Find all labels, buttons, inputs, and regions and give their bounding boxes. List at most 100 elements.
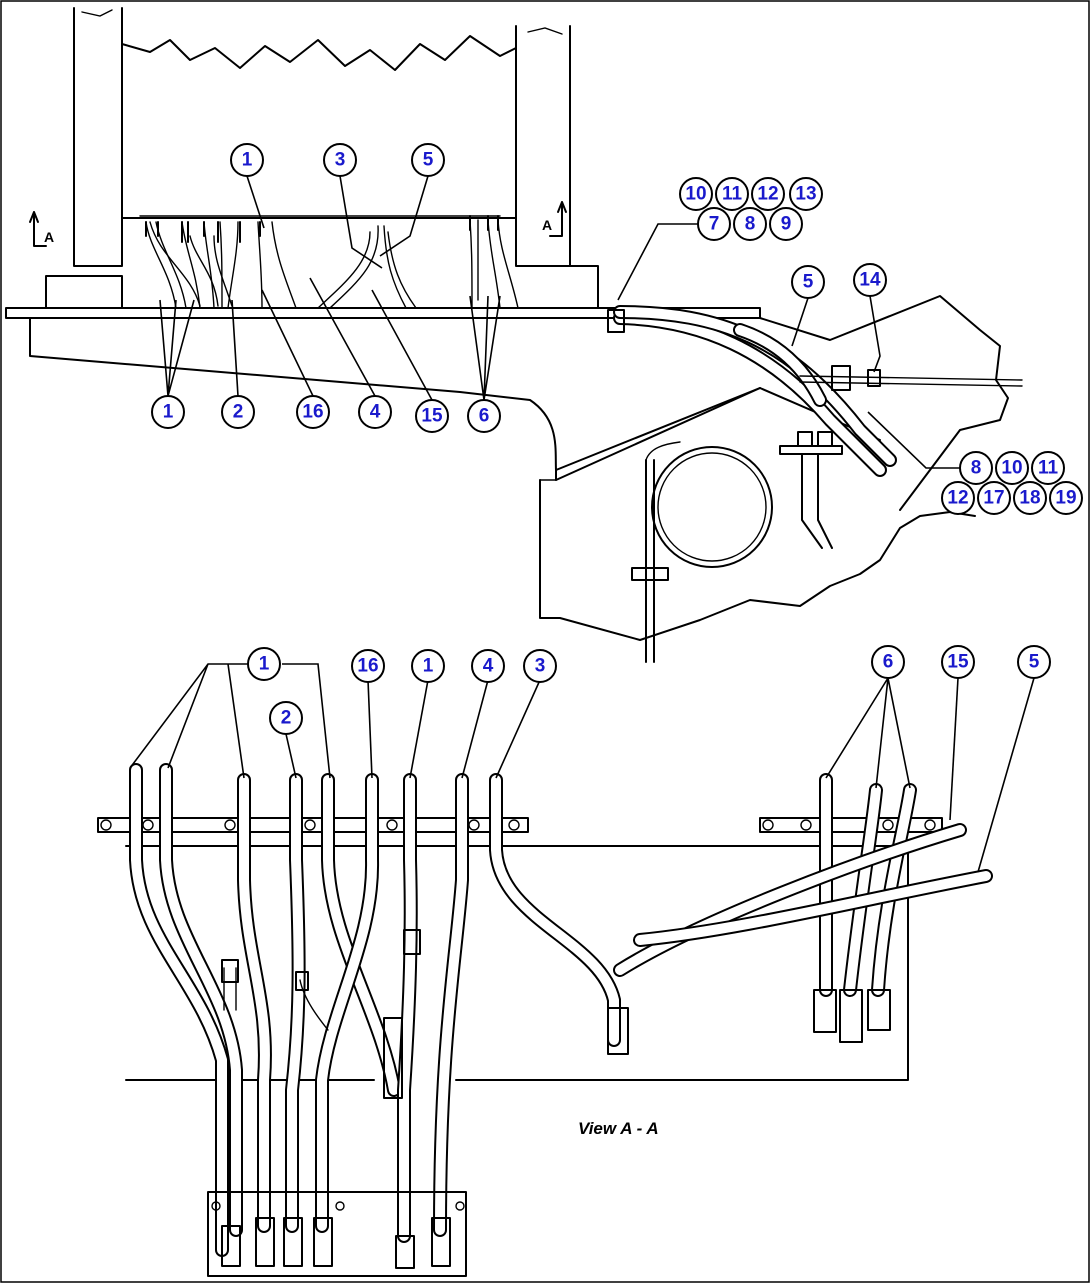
tank-broken-edge <box>121 35 517 71</box>
balloon-upper-16: 15 <box>415 399 449 433</box>
short-hose-3-fitting <box>383 1017 403 1099</box>
svg-text:16: 16 <box>302 402 323 423</box>
right-mount-block <box>569 265 599 309</box>
round-cover-inner <box>657 452 767 562</box>
svg-text:15: 15 <box>421 406 443 427</box>
fitting-r3 <box>839 989 863 1043</box>
section-mark-right: A <box>542 217 552 233</box>
balloon-upper-14: 16 <box>296 395 330 429</box>
short-hose-1 <box>223 967 237 1011</box>
upper-view <box>5 7 1023 663</box>
svg-text:5: 5 <box>423 150 434 171</box>
short-hose-4-fitting <box>403 929 421 955</box>
short-hose-2-fitting <box>295 971 309 991</box>
svg-text:4: 4 <box>370 402 381 423</box>
svg-text:3: 3 <box>335 150 346 171</box>
left-mount-block <box>45 275 123 309</box>
brake-line <box>799 375 1023 387</box>
balloon-upper-22: 17 <box>977 481 1011 515</box>
valve-block <box>831 365 851 391</box>
balloon-upper-3: 10 <box>679 177 713 211</box>
svg-text:18: 18 <box>1019 488 1040 509</box>
pipe-elbow <box>645 441 681 461</box>
clamp-bar-right <box>759 817 943 833</box>
svg-text:10: 10 <box>1001 458 1022 479</box>
short-hose-1-fitting <box>221 959 239 983</box>
balloon-lower-4: 3 <box>523 649 557 683</box>
view-caption: View A - A <box>578 1119 659 1138</box>
svg-text:5: 5 <box>803 272 814 293</box>
bracket-plate <box>779 445 843 455</box>
svg-text:2: 2 <box>281 708 292 729</box>
fitting-r4 <box>867 989 891 1031</box>
hose-group-left-2 <box>149 221 233 307</box>
svg-text:6: 6 <box>883 652 894 673</box>
balloon-upper-4: 11 <box>715 177 749 211</box>
post-break-mark-right <box>527 27 563 35</box>
balloon-upper-15: 4 <box>358 395 392 429</box>
short-hose-2 <box>299 979 329 1031</box>
balloon-upper-12: 1 <box>151 395 185 429</box>
svg-text:13: 13 <box>795 184 816 205</box>
svg-text:12: 12 <box>947 488 968 509</box>
balloon-lower-7: 15 <box>941 645 975 679</box>
bracket-drop <box>801 453 833 549</box>
section-mark-left: A <box>44 229 54 245</box>
svg-text:9: 9 <box>781 214 792 235</box>
balloon-upper-17: 6 <box>467 399 501 433</box>
balloon-upper-23: 18 <box>1013 481 1047 515</box>
balloon-upper-0: 1 <box>230 143 264 177</box>
lower-leader-lines <box>129 663 1035 873</box>
balloon-lower-2: 1 <box>411 649 445 683</box>
svg-text:4: 4 <box>483 656 494 677</box>
balloon-upper-9: 9 <box>769 207 803 241</box>
balloon-upper-7: 7 <box>697 207 731 241</box>
fender-hose-3-inner <box>735 325 825 405</box>
balloon-upper-2: 5 <box>411 143 445 177</box>
balloon-upper-18: 8 <box>959 451 993 485</box>
svg-text:3: 3 <box>535 656 546 677</box>
balloon-upper-10: 5 <box>791 265 825 299</box>
union-fitting-1 <box>797 431 813 447</box>
balloon-upper-1: 3 <box>323 143 357 177</box>
fitting-r1 <box>607 1007 629 1055</box>
manifold-ports <box>221 1217 451 1269</box>
svg-text:1: 1 <box>163 402 174 423</box>
balloon-lower-8: 5 <box>1017 645 1051 679</box>
left-post <box>73 7 123 267</box>
round-cover-outer <box>651 446 773 568</box>
balloon-lower-3: 4 <box>471 649 505 683</box>
svg-text:7: 7 <box>709 214 720 235</box>
vertical-pipe <box>645 459 655 663</box>
lower-hoses-right <box>489 773 993 1047</box>
svg-text:12: 12 <box>757 184 778 205</box>
svg-text:16: 16 <box>357 656 378 677</box>
fittings-left <box>145 221 261 243</box>
hose-group-middle <box>317 225 417 309</box>
pipe-tee <box>607 309 625 333</box>
manifold-bolt-3 <box>455 1201 465 1211</box>
manifold-bolt-2 <box>335 1201 345 1211</box>
svg-text:1: 1 <box>259 654 270 675</box>
bottom-manifold <box>207 1191 467 1277</box>
balloon-upper-19: 10 <box>995 451 1029 485</box>
svg-text:6: 6 <box>479 406 490 427</box>
svg-text:8: 8 <box>971 458 982 479</box>
balloon-upper-24: 19 <box>1049 481 1083 515</box>
svg-text:11: 11 <box>1038 458 1059 479</box>
svg-text:14: 14 <box>859 270 881 291</box>
svg-text:1: 1 <box>423 656 434 677</box>
right-post <box>515 25 571 267</box>
section-arrow-left <box>29 211 47 247</box>
union-fitting-2 <box>817 431 833 447</box>
hose-group-left <box>145 221 297 309</box>
svg-text:1: 1 <box>242 150 253 171</box>
lower-view <box>97 763 993 1277</box>
hose-group-right <box>469 219 519 309</box>
frame-lower-body <box>29 317 761 471</box>
svg-text:2: 2 <box>233 402 244 423</box>
balloon-upper-20: 11 <box>1031 451 1065 485</box>
svg-text:17: 17 <box>983 488 1004 509</box>
